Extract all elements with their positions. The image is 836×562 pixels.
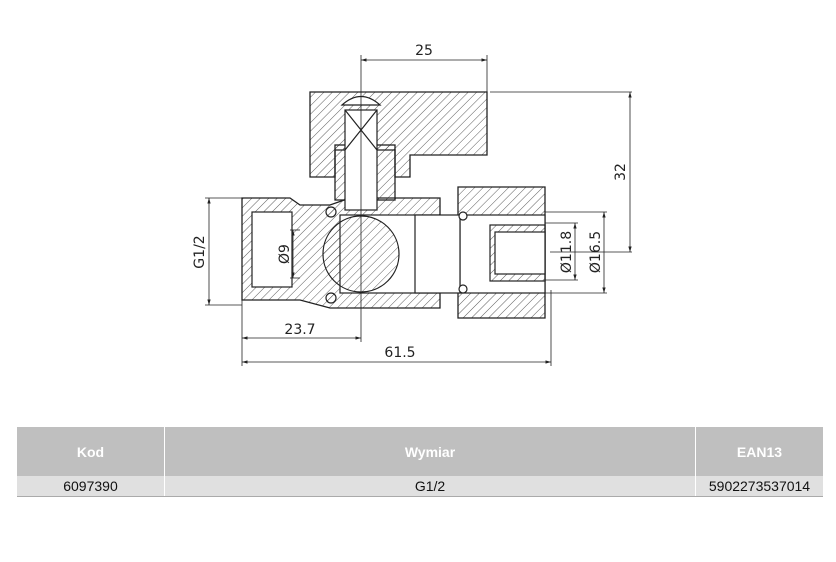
header-kod: Kod <box>17 427 165 476</box>
header-wymiar: Wymiar <box>164 427 696 476</box>
cell-wymiar: G1/2 <box>164 476 696 497</box>
dim-center-offset: 23.7 <box>284 322 315 338</box>
dim-total-length: 61.5 <box>384 345 415 361</box>
dim-pipe-outer: Ø16.5 <box>588 231 604 273</box>
dim-pipe-inner: Ø11.8 <box>559 231 575 273</box>
header-ean13: EAN13 <box>695 427 823 476</box>
cell-kod: 6097390 <box>17 476 165 497</box>
product-table: Kod Wymiar EAN13 6097390 G1/2 5902273537… <box>17 427 823 497</box>
cell-ean13: 5902273537014 <box>695 476 823 497</box>
dim-thread: G1/2 <box>192 235 208 268</box>
dim-height: 32 <box>613 163 629 181</box>
table-header-row: Kod Wymiar EAN13 <box>17 427 823 476</box>
dim-bore: Ø9 <box>277 244 293 264</box>
table-row: 6097390 G1/2 5902273537014 <box>17 476 823 497</box>
valve-technical-drawing: 25 32 G1/2 Ø9 Ø11.8 Ø16.5 23.7 61.5 <box>192 43 632 366</box>
dim-handle-width: 25 <box>415 43 433 59</box>
